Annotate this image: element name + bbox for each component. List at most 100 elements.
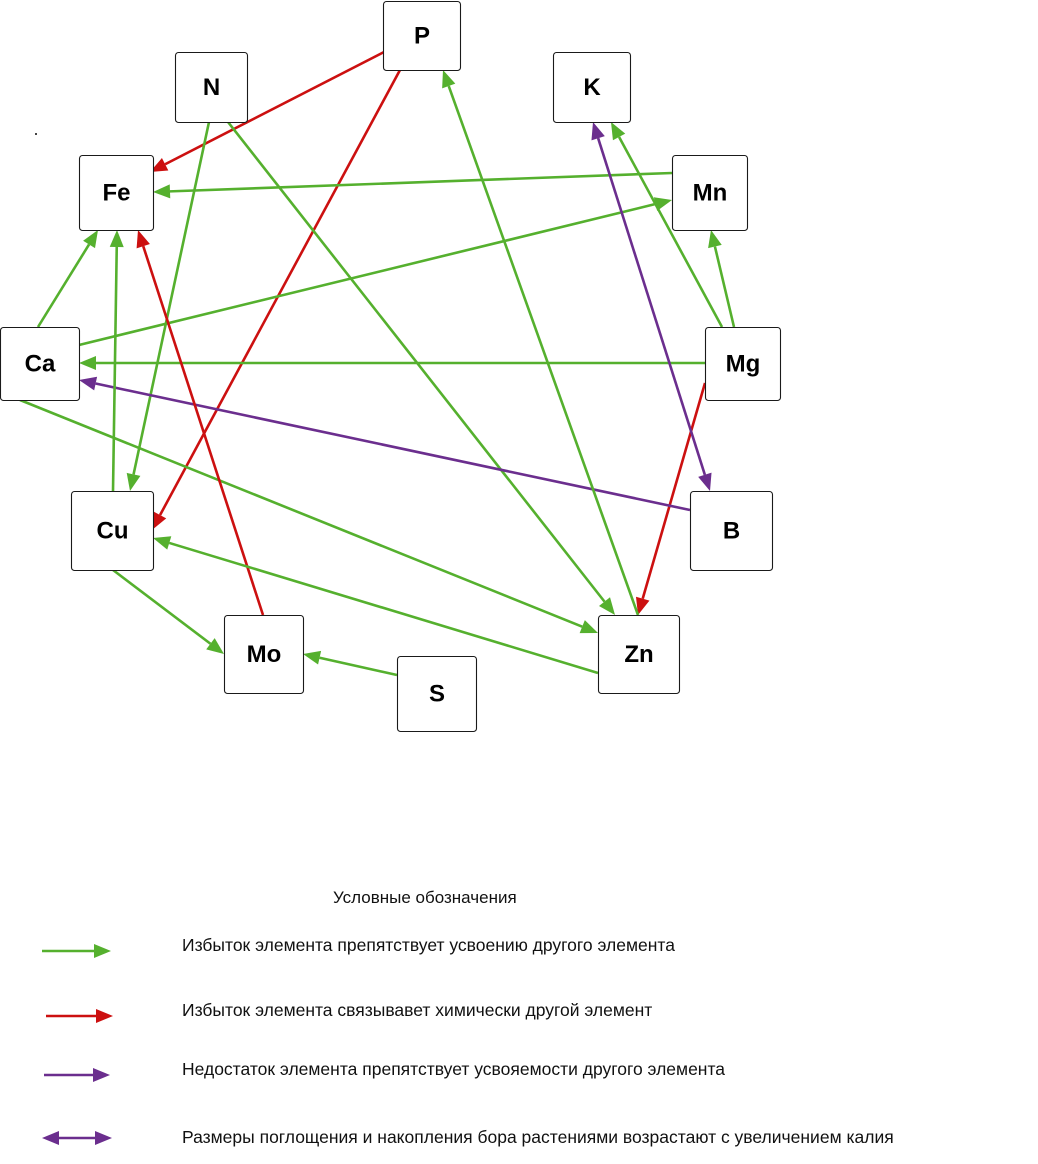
- node-label: K: [583, 74, 601, 101]
- node-label: Cu: [97, 518, 129, 545]
- node-box: [174, 51, 249, 124]
- edge-line-cu-fe: [111, 246, 119, 492]
- edge-line-mn-fe: [169, 171, 673, 193]
- edge-line-ca-mn: [78, 202, 656, 347]
- legend-text-purple: Недостаток элемента препятствует усвояем…: [182, 1059, 726, 1079]
- node-label: Mg: [726, 351, 761, 378]
- edge-mg-to-mn: [708, 230, 736, 328]
- edge-line-cu-mo-head: [206, 638, 224, 654]
- edge-line-n-zn-head: [598, 597, 615, 615]
- edges-layer: [19, 50, 736, 677]
- edge-line-zn-p-head: [442, 70, 456, 89]
- legend-text-green: Избыток элемента препятствует усвоению д…: [182, 935, 675, 955]
- node-mg: Mg: [704, 326, 782, 402]
- edge-line-b-ca: [95, 382, 691, 512]
- edge-line-p-cu: [158, 69, 402, 516]
- edge-line-n-cu: [132, 121, 211, 475]
- edge-line-mg-zn: [641, 382, 707, 600]
- node-label: P: [414, 23, 430, 50]
- edge-s-to-mo: [303, 650, 398, 677]
- edge-line-b-ca-head: [79, 376, 98, 391]
- node-label: Mn: [693, 180, 728, 207]
- edge-line-ca-zn-head: [579, 620, 598, 634]
- stray-dot: [35, 133, 37, 135]
- edge-line-p-fe-head: [150, 158, 169, 172]
- node-s: S: [396, 655, 478, 733]
- legend-arrow-green: [42, 944, 111, 958]
- node-ca: Ca: [0, 326, 81, 402]
- legend-title: Условные обозначения: [333, 888, 517, 907]
- edge-line-p-cu-head: [152, 511, 167, 530]
- edge-cu-to-mo: [112, 568, 224, 654]
- edge-line-zn-cu: [168, 541, 599, 675]
- edge-line-p-fe: [164, 50, 385, 166]
- node-box: [223, 614, 305, 695]
- edge-line-mg-mn: [713, 246, 736, 328]
- node-label: Fe: [102, 180, 130, 207]
- edge-line-k-b-tail-head: [591, 122, 605, 141]
- edge-line-mg-k-head: [611, 122, 626, 141]
- legend-arrow-purple: [44, 1068, 110, 1082]
- legend-arrow-line-3-tail-head: [42, 1131, 59, 1145]
- node-p: P: [382, 0, 462, 72]
- node-label: Mo: [247, 641, 282, 668]
- edge-cu-to-fe: [109, 230, 124, 492]
- edge-line-ca-fe-head: [83, 230, 98, 249]
- legend-arrows: [42, 944, 113, 1145]
- edge-p-to-cu: [152, 69, 402, 530]
- node-label: N: [203, 74, 220, 101]
- node-b: B: [689, 490, 774, 572]
- node-box: [552, 51, 632, 124]
- legend-text-purple-double: Размеры поглощения и накопления бора рас…: [182, 1127, 894, 1147]
- edge-ca-to-fe: [36, 230, 98, 328]
- edge-line-cu-mo: [112, 568, 212, 645]
- node-box: [704, 326, 782, 402]
- node-label: Zn: [624, 641, 653, 668]
- edge-line-mn-fe-head: [153, 184, 171, 199]
- node-box: [597, 614, 681, 695]
- edge-line-s-mo-head: [303, 650, 322, 665]
- edge-line-zn-p: [447, 85, 640, 616]
- node-box: [671, 154, 749, 232]
- edge-mg-to-zn: [635, 382, 707, 615]
- node-label: Ca: [25, 351, 56, 378]
- node-label: S: [429, 681, 445, 708]
- node-k: K: [552, 51, 632, 124]
- edge-line-s-mo: [319, 656, 398, 677]
- edge-line-k-b: [596, 137, 707, 476]
- node-box: [396, 655, 478, 733]
- edge-line-n-cu-head: [126, 472, 141, 491]
- edge-line-cu-fe-head: [109, 230, 124, 248]
- node-box: [78, 154, 155, 232]
- edge-n-to-cu: [126, 121, 211, 491]
- edge-line-zn-cu-head: [153, 536, 172, 550]
- legend-arrow-line-1-head: [96, 1009, 113, 1023]
- edge-line-mg-mn-head: [708, 230, 722, 249]
- node-cu: Cu: [70, 490, 155, 572]
- edge-k-to-b: [591, 122, 712, 491]
- node-zn: Zn: [597, 614, 681, 695]
- node-box: [382, 0, 462, 72]
- edge-p-to-fe: [150, 50, 385, 172]
- edge-line-mo-fe: [142, 245, 265, 616]
- legend-text-red: Избыток элемента связывавет химически др…: [182, 1000, 653, 1020]
- legend-arrow-red: [46, 1009, 113, 1023]
- edge-b-to-ca: [79, 376, 691, 512]
- edge-line-k-b-head: [698, 472, 712, 491]
- edge-zn-to-p: [442, 70, 640, 616]
- edge-n-to-zn: [226, 121, 615, 615]
- legend-arrow-line-3-head: [95, 1131, 112, 1145]
- edge-line-mg-zn-head: [635, 596, 650, 615]
- node-fe: Fe: [78, 154, 155, 232]
- node-box: [689, 490, 774, 572]
- node-n: N: [174, 51, 249, 124]
- legend-arrow-line-0-head: [94, 944, 111, 958]
- edge-line-mg-k: [617, 136, 724, 328]
- edge-mo-to-fe: [136, 230, 265, 616]
- edge-line-mg-ca-head: [79, 356, 96, 370]
- edge-line-ca-fe: [36, 243, 91, 328]
- legend-arrow-line-2-head: [93, 1068, 110, 1082]
- edge-line-mo-fe-head: [136, 230, 150, 249]
